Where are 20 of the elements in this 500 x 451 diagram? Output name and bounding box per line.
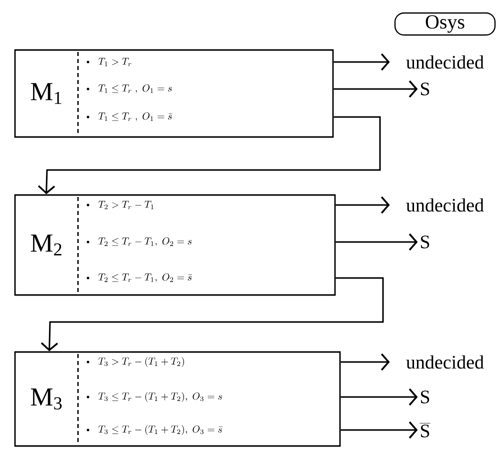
arrow xyxy=(340,353,390,371)
arrow xyxy=(336,196,390,214)
arrow xyxy=(340,388,418,406)
output-label: undecided xyxy=(406,355,484,369)
condition-box: M$_{1}$ $T_1 > T_r$ $T_1 \le T_r \;,\; O_1 = s$ $T_1 \le T_r \;,\; O_1 = \bar{s}$ xyxy=(14,49,334,138)
arrow xyxy=(38,116,381,194)
output-label: S xyxy=(421,82,430,96)
output-label: undecided xyxy=(406,198,484,212)
condition-box: M$_{3}$ $T_3 > T_r - (T_1 + T_2)$ $T_3 \le T_r - (T_1 + T_2) ,\; O_3 = s$ $T_3 \le T_r - (T_1 + T_2) ,\; O_3 = \bar{s}$ xyxy=(14,351,341,447)
output-label: S xyxy=(421,236,430,248)
arrow xyxy=(334,80,418,98)
arrow xyxy=(334,53,390,71)
output-label: S xyxy=(421,390,430,404)
arrow xyxy=(336,233,418,251)
condition-box: M$_{2}$ $T_2 > T_r - T_1$ $T_2 \le T_r - T_1 ,\; O_2 = s$ $T_2 \le T_r - T_1 ,\; O_2 = \bar{s}$ xyxy=(14,194,336,296)
arrow xyxy=(40,277,384,352)
arrow xyxy=(340,421,418,439)
header-box: Osys xyxy=(394,12,496,36)
output-label: undecided xyxy=(406,55,484,69)
output-label: $\overline{\mathrm{S}}$ xyxy=(420,423,430,438)
